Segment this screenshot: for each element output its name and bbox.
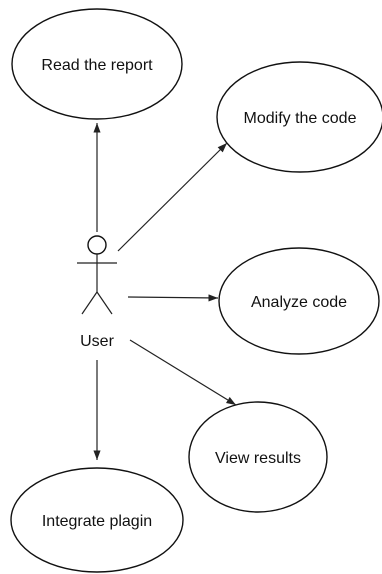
actor-right-leg bbox=[96, 291, 113, 315]
use-case-modify-code-label: Modify the code bbox=[244, 110, 357, 127]
actor-left-leg bbox=[81, 291, 98, 315]
use-case-read-report: Read the report bbox=[11, 8, 183, 120]
actor-head bbox=[87, 235, 107, 255]
use-case-integrate-plugin: Integrate plagin bbox=[10, 467, 184, 573]
use-case-analyze-code: Analyze code bbox=[218, 247, 380, 355]
actor-user: User bbox=[77, 235, 117, 350]
use-case-analyze-code-label: Analyze code bbox=[251, 294, 347, 311]
actor-label: User bbox=[80, 333, 114, 350]
arrow-to-view-results bbox=[129, 339, 237, 406]
arrow-to-modify-code bbox=[117, 142, 228, 252]
use-case-modify-code: Modify the code bbox=[216, 61, 382, 173]
arrow-to-analyze-code bbox=[127, 294, 219, 302]
use-case-view-results-label: View results bbox=[215, 450, 301, 467]
use-case-read-report-label: Read the report bbox=[41, 57, 153, 74]
use-case-integrate-plugin-label: Integrate plagin bbox=[42, 513, 152, 530]
use-case-view-results: View results bbox=[188, 401, 328, 513]
